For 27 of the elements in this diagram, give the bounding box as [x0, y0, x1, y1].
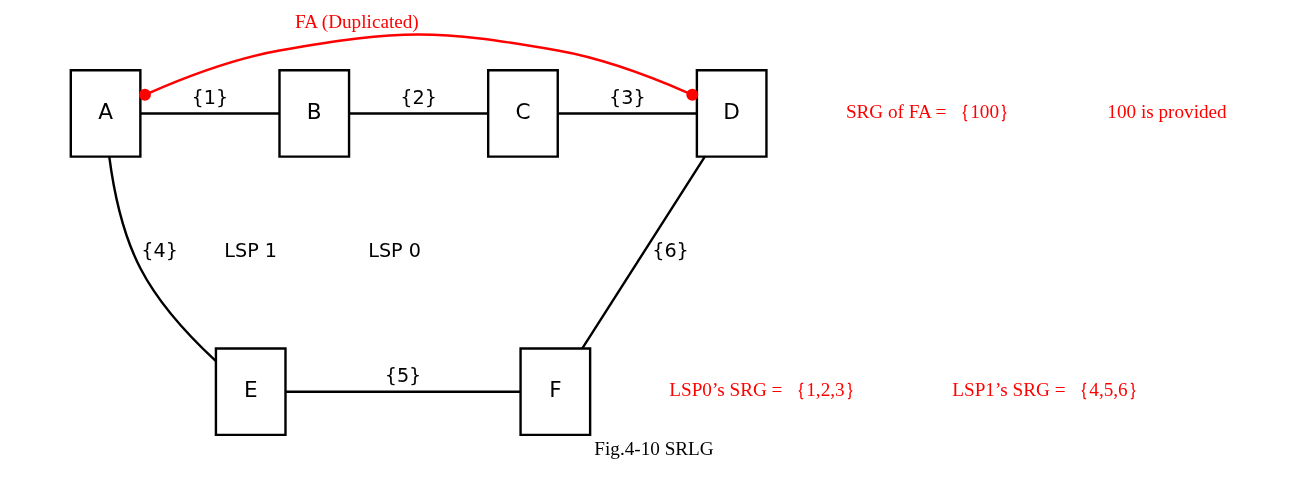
node-box: C: [486, 69, 559, 158]
label: SRG of FA = ｛100｝: [845, 101, 1018, 123]
label: LSP 1: [223, 239, 277, 263]
label: LSP 0: [367, 239, 421, 263]
connector: [140, 112, 279, 115]
label: LSP1’s SRG = ｛4,5,6｝: [951, 379, 1147, 401]
node-box: E: [214, 347, 287, 437]
connector: [138, 33, 698, 101]
node-box: D: [695, 69, 768, 158]
node-box: B: [277, 69, 350, 158]
edge-label: {6}: [651, 239, 689, 263]
label: LSP0’s SRG = ｛1,2,3｝: [668, 379, 864, 401]
edge-label: FA (Duplicated): [294, 11, 419, 33]
edge-label: {3}: [608, 85, 646, 109]
connector: [107, 156, 216, 362]
connector: [580, 156, 706, 349]
edge-label: {1}: [191, 85, 228, 109]
label: 100 is provided: [1106, 101, 1227, 123]
node-box: A: [69, 69, 142, 158]
edge-label: {2}: [399, 85, 437, 109]
connector: [348, 112, 488, 115]
node-box: F: [518, 347, 591, 437]
edge-label: {4}: [140, 239, 178, 263]
edge-label: {5}: [384, 363, 421, 387]
connector: [557, 112, 697, 115]
caption: Fig.4-10 SRLG: [593, 438, 714, 460]
connector: [285, 390, 520, 393]
